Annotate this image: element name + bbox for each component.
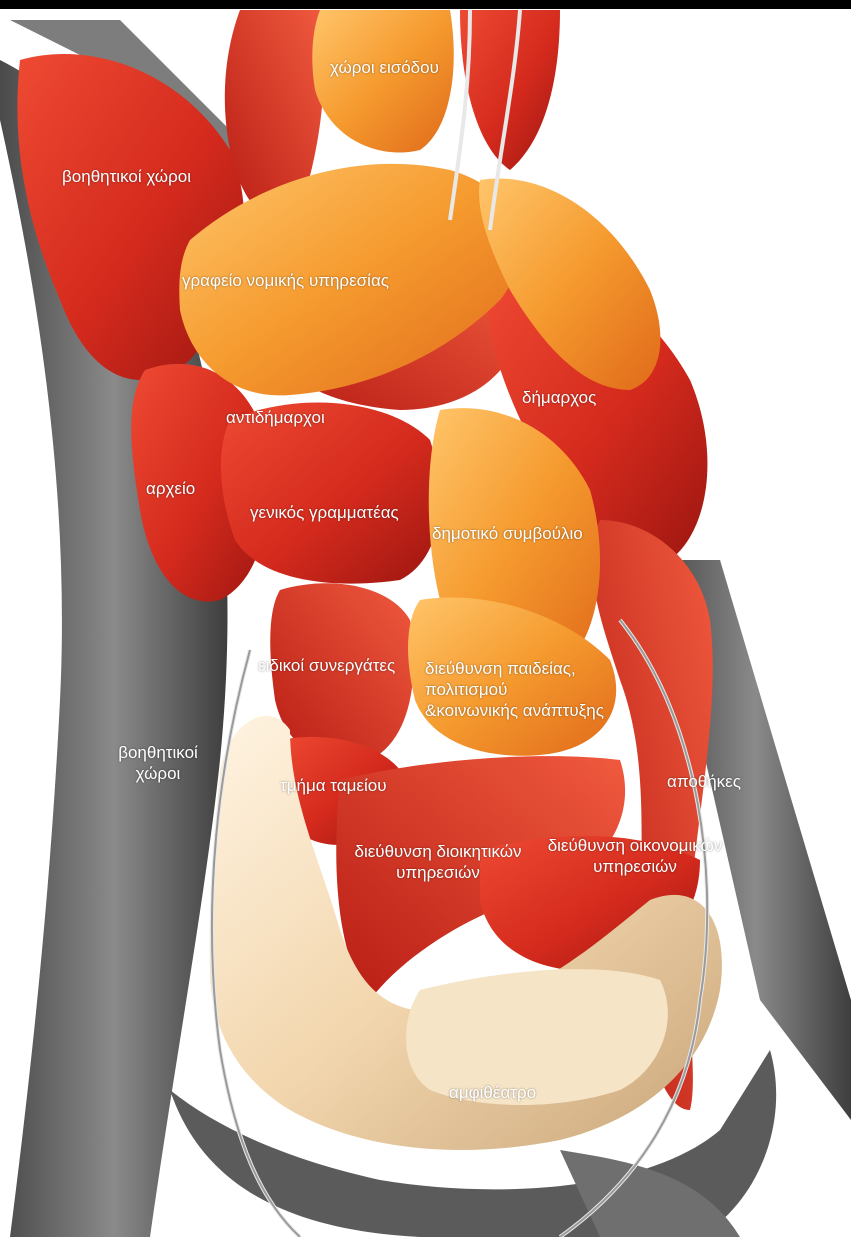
top-bar (0, 0, 851, 9)
label-special-associates: ειδικοί συνεργάτες (258, 655, 395, 676)
label-education-culture-line3: &κοινωνικής ανάπτυξης (425, 700, 604, 721)
label-archive: αρχείο (146, 478, 195, 499)
label-treasury: τμήμα ταμείου (280, 775, 387, 796)
label-auxiliary-bottom: βοηθητικοί χώροι (108, 742, 208, 784)
label-financial-services: διεύθυνση οικονομικών υπηρεσιών (535, 835, 735, 877)
label-council: δημοτικό συμβούλιο (432, 523, 583, 544)
label-auxiliary-bottom-line2: χώροι (108, 763, 208, 784)
label-auxiliary-top: βοηθητικοί χώροι (62, 166, 191, 187)
label-financial-services-line1: διεύθυνση οικονομικών (535, 835, 735, 856)
label-entrance: χώροι εισόδου (330, 57, 439, 78)
label-financial-services-line2: υπηρεσιών (535, 856, 735, 877)
label-deputy-mayors: αντιδήμαρχοι (226, 407, 325, 428)
label-storage: αποθήκες (667, 771, 741, 792)
label-amphitheater: αμφιθέατρο (449, 1082, 536, 1103)
label-education-culture-line2: πολιτισμού (425, 679, 604, 700)
label-mayor: δήμαρχος (522, 387, 596, 408)
label-admin-services: διεύθυνση διοικητικών υπηρεσιών (338, 841, 538, 883)
label-education-culture: διεύθυνση παιδείας, πολιτισμού &κοινωνικ… (425, 658, 604, 721)
label-legal-office: γραφείο νομικής υπηρεσίας (182, 270, 389, 291)
label-secretary-general: γενικός γραμματέας (250, 502, 399, 523)
label-education-culture-line1: διεύθυνση παιδείας, (425, 658, 604, 679)
label-auxiliary-bottom-line1: βοηθητικοί (108, 742, 208, 763)
label-admin-services-line1: διεύθυνση διοικητικών (338, 841, 538, 862)
label-admin-services-line2: υπηρεσιών (338, 862, 538, 883)
